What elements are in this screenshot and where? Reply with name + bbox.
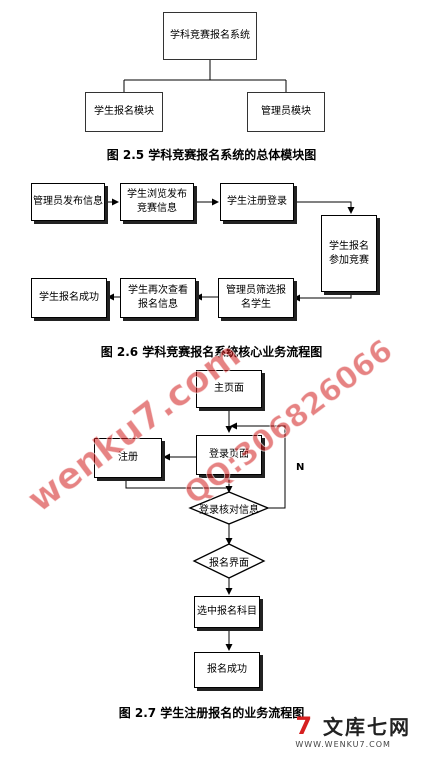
flow-box-label: 管理员发布信息	[33, 196, 103, 207]
flow-box-student-browse: 学生浏览发布竞赛信息	[120, 183, 194, 221]
verify-diamond-label: 登录核对信息	[199, 505, 259, 516]
login-page-box: 登录页面	[196, 435, 262, 475]
flow-box-label: 学生再次查看报名信息	[128, 285, 188, 310]
select-subject-label: 选中报名科目	[197, 606, 257, 617]
home-page-label: 主页面	[214, 383, 244, 394]
flow-box-admin-publish: 管理员发布信息	[31, 183, 105, 221]
admin-module-label: 管理员模块	[261, 106, 311, 117]
login-page-label: 登录页面	[209, 449, 249, 460]
flow-box-label: 学生浏览发布竞赛信息	[127, 189, 187, 214]
figure-2-7-caption: 图 2.7 学生注册报名的业务流程图	[118, 706, 305, 720]
logo-text: 7 文库七网	[295, 711, 411, 740]
admin-module-box: 管理员模块	[247, 92, 325, 132]
root-module-label: 学科竞赛报名系统	[170, 30, 250, 41]
flow-box-admin-filter: 管理员筛选报名学生	[218, 278, 294, 318]
flow-box-label: 学生注册登录	[227, 196, 287, 207]
verify-diamond	[188, 491, 270, 525]
signup-diamond	[192, 543, 266, 579]
student-module-box: 学生报名模块	[85, 92, 163, 132]
flow-box-label: 学生报名参加竞赛	[329, 240, 369, 266]
register-box: 注册	[94, 438, 162, 478]
success-label: 报名成功	[207, 664, 247, 675]
site-logo: 7 文库七网 WWW.WENKU7.COM	[295, 711, 411, 749]
logo-name: 文库七网	[323, 715, 411, 739]
signup-diamond-label: 报名界面	[209, 558, 249, 569]
logo-seven: 7	[295, 712, 315, 740]
student-module-label: 学生报名模块	[94, 106, 154, 117]
figure-2-6-caption: 图 2.6 学科竞赛报名系统核心业务流程图	[100, 345, 323, 359]
select-subject-box: 选中报名科目	[194, 596, 260, 628]
flow-box-student-register: 学生注册登录	[220, 183, 294, 221]
flow-box-label: 学生报名成功	[39, 292, 99, 303]
root-module-box: 学科竞赛报名系统	[163, 12, 257, 60]
flow-box-student-review: 学生再次查看报名信息	[120, 278, 196, 318]
home-page-box: 主页面	[196, 370, 262, 408]
figure-2-5-caption: 图 2.5 学科竞赛报名系统的总体模块图	[106, 148, 317, 162]
flow-box-signup-success: 学生报名成功	[31, 278, 107, 318]
flow-box-student-signup: 学生报名参加竞赛	[321, 215, 377, 292]
success-box: 报名成功	[194, 652, 260, 688]
register-label: 注册	[118, 452, 138, 463]
flow-box-label: 管理员筛选报名学生	[226, 285, 286, 310]
no-branch-label: N	[296, 462, 305, 473]
logo-url: WWW.WENKU7.COM	[295, 740, 391, 749]
